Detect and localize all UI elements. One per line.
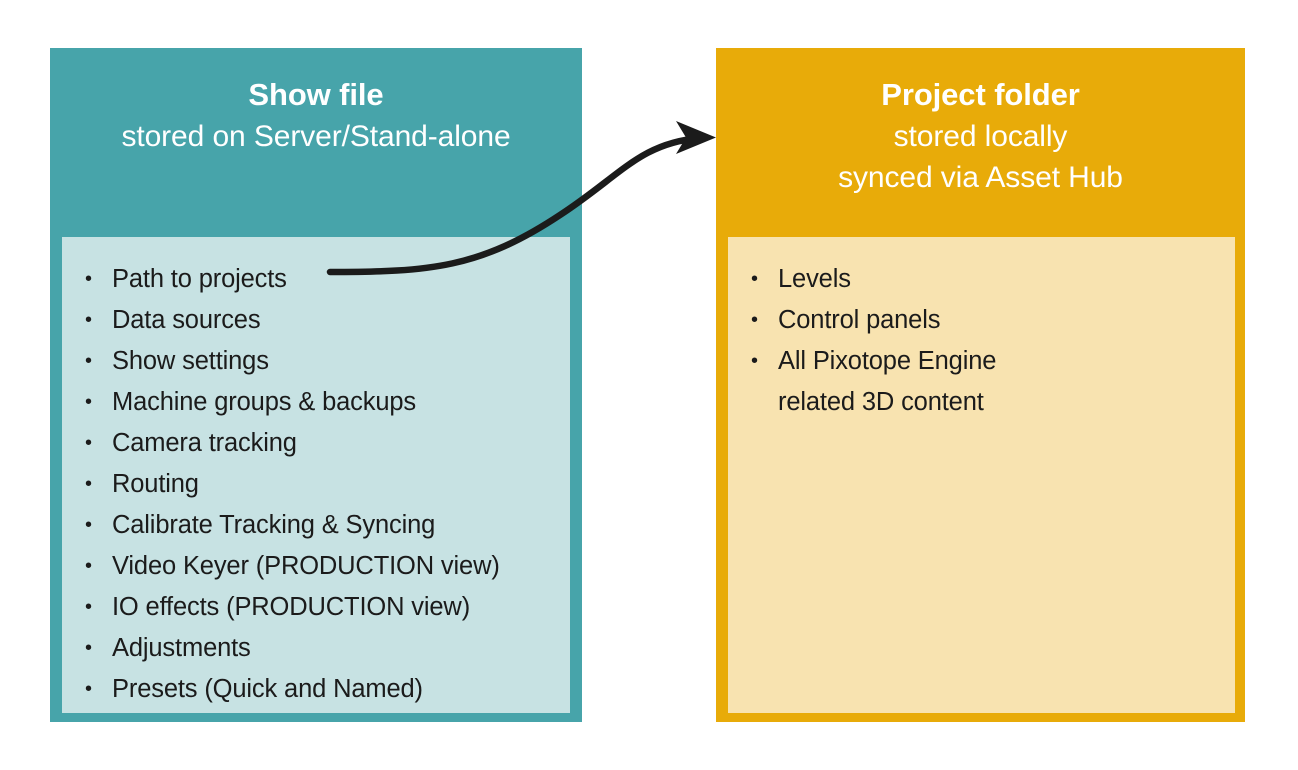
- list-item: Control panels: [728, 300, 1235, 341]
- project-folder-content-area: Levels Control panels All Pixotope Engin…: [728, 237, 1235, 713]
- show-file-header: Show file stored on Server/Stand-alone: [50, 48, 582, 157]
- list-item: Levels: [728, 259, 1235, 300]
- list-item: Routing: [62, 464, 570, 505]
- list-item: Data sources: [62, 300, 570, 341]
- list-item: Path to projects: [62, 259, 570, 300]
- project-folder-subtitle-line2: synced via Asset Hub: [838, 161, 1123, 194]
- show-file-subtitle: stored on Server/Stand-alone: [121, 120, 511, 153]
- show-file-title: Show file: [248, 77, 384, 112]
- list-item: Camera tracking: [62, 423, 570, 464]
- project-folder-title: Project folder: [881, 77, 1080, 112]
- project-folder-panel: Project folder stored locally synced via…: [716, 48, 1245, 722]
- list-item: Show settings: [62, 341, 570, 382]
- project-folder-header: Project folder stored locally synced via…: [716, 48, 1245, 198]
- show-file-content-area: Path to projects Data sources Show setti…: [62, 237, 570, 713]
- project-folder-subtitle-line1: stored locally: [893, 120, 1068, 153]
- list-item: Machine groups & backups: [62, 382, 570, 423]
- list-item: All Pixotope Engine related 3D content: [728, 341, 1235, 423]
- project-folder-list: Levels Control panels All Pixotope Engin…: [728, 237, 1235, 423]
- list-item: Video Keyer (PRODUCTION view): [62, 546, 570, 587]
- show-file-panel: Show file stored on Server/Stand-alone P…: [50, 48, 582, 722]
- list-item: Calibrate Tracking & Syncing: [62, 505, 570, 546]
- list-item: Adjustments: [62, 628, 570, 669]
- show-file-list: Path to projects Data sources Show setti…: [62, 237, 570, 710]
- list-item: Presets (Quick and Named): [62, 669, 570, 710]
- list-item: IO effects (PRODUCTION view): [62, 587, 570, 628]
